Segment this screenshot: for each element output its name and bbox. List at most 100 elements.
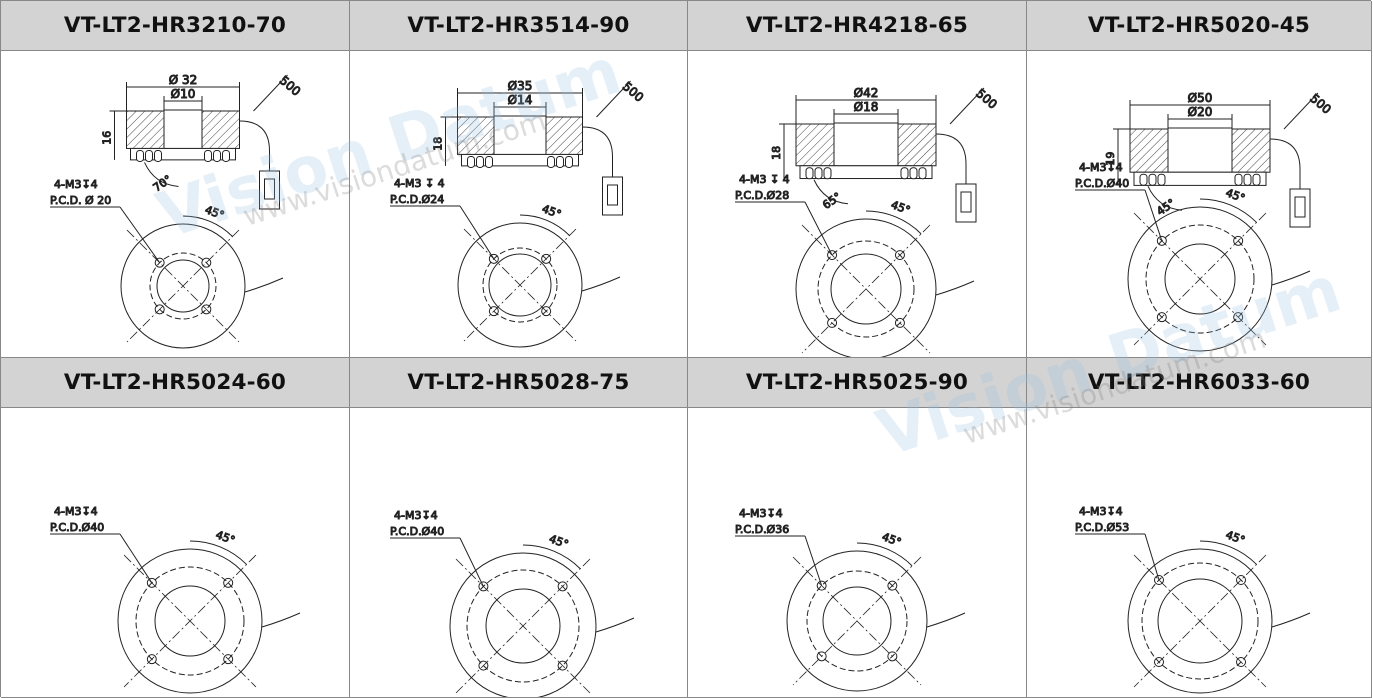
screw-hole-icon (894, 317, 905, 328)
rotation-angle-label: 45° (880, 530, 903, 549)
front-view-ring (120, 223, 246, 349)
front-view-ring (786, 550, 928, 692)
front-view-ring (449, 552, 597, 697)
screw-hole-icon (1236, 657, 1247, 668)
screw-spec-label: 4-M3 ↧ 4 (739, 173, 790, 186)
screw-hole-icon (478, 660, 489, 671)
inner-diameter-label: Ø18 (854, 100, 879, 114)
screw-hole-icon (1233, 235, 1244, 246)
led-icon (1243, 173, 1252, 186)
rotation-angle-label: 45° (1224, 528, 1247, 547)
model-header-7: VT-LT2-HR5025-90 (688, 358, 1027, 408)
screw-hole-icon (1156, 235, 1167, 246)
led-icon (204, 149, 212, 162)
led-icon (918, 167, 927, 180)
rotation-angle-label: 45° (547, 532, 570, 551)
screw-hole-icon (816, 651, 827, 662)
model-header-8: VT-LT2-HR6033-60 (1027, 358, 1372, 408)
inner-bore (833, 122, 899, 167)
rotation-angle-label: 45° (1224, 186, 1247, 205)
led-icon (1157, 173, 1166, 186)
screw-hole-icon (557, 581, 568, 592)
inner-bore (163, 109, 203, 149)
outer-diameter-label: Ø50 (1188, 91, 1213, 105)
model-header-6: VT-LT2-HR5028-75 (350, 358, 688, 408)
screw-hole-icon (887, 580, 898, 591)
screw-hole-icon (146, 577, 157, 588)
screw-hole-icon (816, 580, 827, 591)
model-header-1: VT-LT2-HR3210-70 (1, 1, 350, 51)
front-view-ring (795, 218, 937, 357)
led-icon (565, 155, 573, 168)
inner-diameter-label: Ø14 (508, 93, 533, 107)
rotation-angle-label: 45° (540, 202, 563, 221)
outer-diameter-label: Ø35 (508, 79, 533, 93)
screw-hole-icon (827, 250, 838, 261)
cable-length-label: 500 (277, 73, 304, 98)
led-icon (1234, 173, 1243, 186)
pcd-label: P.C.D.Ø53 (1075, 521, 1129, 534)
height-label: 19 (1104, 152, 1117, 166)
led-icon (823, 167, 832, 180)
model-header-5: VT-LT2-HR5024-60 (1, 358, 350, 408)
screw-hole-icon (1153, 657, 1164, 668)
led-icon (1252, 173, 1261, 186)
height-label: 18 (432, 137, 445, 151)
led-icon (154, 149, 162, 162)
led-icon (1139, 173, 1148, 186)
screw-spec-label: 4-M3↧4 (1079, 505, 1123, 518)
screw-spec-label: 4-M3↧4 (54, 178, 98, 191)
led-icon (814, 167, 823, 180)
screw-hole-icon (223, 577, 234, 588)
screw-hole-icon (488, 306, 499, 317)
pcd-label: P.C.D.Ø36 (735, 523, 789, 536)
screw-hole-icon (223, 654, 234, 665)
inner-bore (493, 115, 547, 155)
screw-spec-label: 4-M3↧4 (394, 509, 438, 522)
led-icon (556, 155, 564, 168)
led-icon (900, 167, 909, 180)
screw-hole-icon (894, 250, 905, 261)
led-icon (485, 155, 493, 168)
led-icon (145, 149, 153, 162)
front-view-ring (457, 222, 583, 348)
front-view-ring (117, 548, 263, 694)
model-header-4: VT-LT2-HR5020-45 (1027, 1, 1372, 51)
screw-hole-icon (478, 581, 489, 592)
cable (1269, 138, 1301, 189)
screw-hole-icon (201, 257, 212, 268)
model-header-3: VT-LT2-HR4218-65 (688, 1, 1027, 51)
drawing-cell-8: Ø60Ø33.51650060°45°4-M3↧4P.C.D.Ø53 (1027, 408, 1372, 698)
screw-hole-icon (1236, 574, 1247, 585)
height-label: 18 (770, 146, 783, 160)
cable-length-label: 500 (1307, 91, 1334, 116)
screw-hole-icon (201, 304, 212, 315)
outer-diameter-label: Ø 32 (169, 73, 198, 87)
led-icon (909, 167, 918, 180)
screw-hole-icon (827, 317, 838, 328)
led-icon (547, 155, 555, 168)
dimension-drawing: Ø60Ø33.51650060°45°4-M3↧4P.C.D.Ø53 (1075, 505, 1311, 694)
led-icon (1148, 173, 1157, 186)
screw-hole-icon (488, 253, 499, 264)
inner-diameter-label: Ø10 (171, 87, 196, 101)
pcd-label: P.C.D. Ø 20 (50, 194, 111, 207)
screw-hole-icon (887, 651, 898, 662)
screw-hole-icon (1156, 312, 1167, 323)
rotation-angle-label: 45° (214, 528, 237, 547)
dimension-drawing: Ø50Ø241650060°45°4-M3↧4P.C.D.Ø40 (50, 505, 301, 694)
led-icon (467, 155, 475, 168)
screw-spec-label: 4-M3 ↧ 4 (394, 177, 445, 190)
screw-hole-icon (557, 660, 568, 671)
front-view-ring (1127, 548, 1273, 694)
inner-diameter-label: Ø20 (1188, 105, 1213, 119)
led-icon (805, 167, 814, 180)
led-icon (222, 149, 230, 162)
